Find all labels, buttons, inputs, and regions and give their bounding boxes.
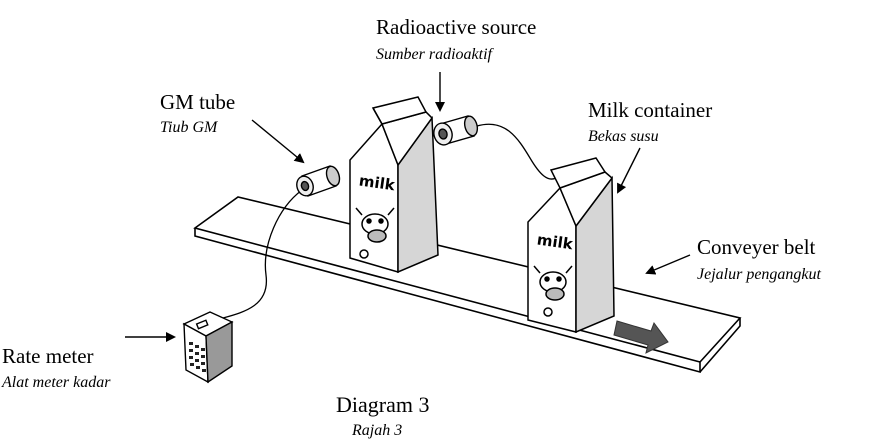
carton-label-left: milk <box>358 172 397 195</box>
cow-face-icon <box>533 265 573 317</box>
belt-direction-arrow <box>613 320 669 354</box>
carton-label-right: milk <box>536 231 575 254</box>
diagram-caption-malay: Rajah 3 <box>352 422 403 439</box>
wires <box>222 123 557 319</box>
label-milk-container: Milk container <box>588 98 713 122</box>
milk-carton-right: milk <box>527 157 615 334</box>
pointer-arrow-belt <box>645 254 691 275</box>
pointer-arrows <box>125 72 691 342</box>
rate-meter-icon <box>182 311 234 384</box>
gm-tube-icon <box>296 165 341 197</box>
label-gm-tube: GM tube <box>160 90 236 114</box>
label-radioactive-source: Radioactive source <box>376 15 537 39</box>
diagram-caption: Diagram 3 <box>336 392 430 417</box>
pointer-arrow-container <box>617 147 641 194</box>
cow-face-icon <box>355 207 395 259</box>
label-rate-meter: Rate meter <box>2 344 94 368</box>
milk-carton-left: milk <box>349 96 439 274</box>
label-gm-tube-malay: Tiub GM <box>160 119 218 136</box>
label-radioactive-source-malay: Sumber radioaktif <box>376 46 492 63</box>
label-rate-meter-malay: Alat meter kadar <box>2 374 111 391</box>
label-milk-container-malay: Bekas susu <box>588 128 659 145</box>
radioactive-source-icon <box>433 115 479 146</box>
label-conveyer-belt-malay: Jejalur pengangkut <box>697 266 821 283</box>
label-conveyer-belt: Conveyer belt <box>697 235 816 259</box>
pointer-arrow-gm-tube <box>251 119 305 164</box>
